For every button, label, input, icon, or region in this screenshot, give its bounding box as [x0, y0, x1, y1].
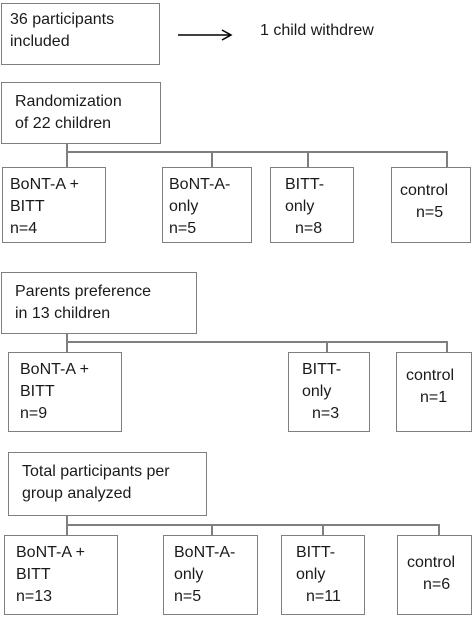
group-label-line: BoNT-A-	[169, 176, 231, 193]
group-label-line: BITT	[20, 383, 55, 400]
participants-line-1: 36 participants	[10, 11, 115, 28]
connector-drop-3c	[322, 524, 324, 535]
connector-drop-2c	[446, 341, 448, 352]
connector-trunk-1	[66, 144, 68, 151]
group-label-line: only	[285, 198, 315, 215]
connector-drop-1c	[307, 151, 309, 167]
connector-drop-1a	[66, 151, 68, 167]
group-box-bonta-only-3: BoNT-A- only n=5	[163, 535, 258, 615]
group-box-bonta-bitt-1: BoNT-A + BITT n=4	[2, 167, 106, 243]
group-label-line: BoNT-A +	[10, 176, 79, 193]
group-count: n=5	[174, 588, 202, 605]
connector-drop-2b	[326, 341, 328, 352]
group-label-line: BITT	[16, 566, 51, 583]
connector-drop-1b	[211, 151, 213, 167]
randomization-line-2: of 22 children	[15, 115, 112, 132]
group-box-bonta-bitt-2: BoNT-A + BITT n=9	[8, 352, 122, 432]
group-box-bitt-only-1: BITT- only n=8	[270, 167, 354, 243]
parents-preference-line-2: in 13 children	[15, 305, 111, 322]
group-box-bitt-only-2: BITT- only n=3	[288, 352, 370, 432]
connector-trunk-3	[66, 516, 68, 524]
group-count: n=6	[423, 576, 451, 593]
group-label-line: BoNT-A +	[20, 361, 89, 378]
group-count: n=11	[306, 588, 341, 605]
group-label-line: only	[296, 566, 326, 583]
participants-box: 36 participants included	[1, 3, 160, 65]
total-participants-line-2: group analyzed	[22, 485, 132, 502]
group-label-line: control	[406, 367, 455, 384]
total-participants-box: Total participants per group analyzed	[8, 452, 207, 516]
group-count: n=4	[10, 220, 38, 237]
group-count: n=9	[20, 405, 48, 422]
group-label-line: BITT-	[296, 544, 336, 561]
group-label-line: BoNT-A-	[174, 544, 236, 561]
group-count: n=1	[420, 389, 448, 406]
group-count: n=5	[416, 204, 444, 221]
group-box-bonta-only-1: BoNT-A- only n=5	[162, 167, 252, 243]
group-label-line: BITT-	[302, 361, 342, 378]
group-label-line: only	[174, 566, 204, 583]
connector-bar-1	[66, 151, 447, 153]
group-box-control-2: control n=1	[396, 352, 472, 432]
group-label-line: control	[400, 182, 449, 199]
group-count: n=13	[16, 588, 53, 605]
connector-bar-3	[66, 524, 439, 526]
arrow-right-icon	[178, 29, 233, 41]
group-label-line: BITT	[10, 198, 45, 215]
randomization-box: Randomization of 22 children	[1, 82, 161, 144]
parents-preference-line-1: Parents preference	[15, 283, 152, 300]
participants-line-2: included	[10, 33, 70, 50]
connector-drop-3d	[438, 524, 440, 535]
group-box-control-1: control n=5	[391, 167, 471, 243]
connector-drop-3b	[211, 524, 213, 535]
group-label-line: BITT-	[285, 176, 325, 193]
group-box-bitt-only-3: BITT- only n=11	[281, 535, 365, 615]
group-label-line: only	[302, 383, 332, 400]
group-label-line: only	[169, 198, 199, 215]
group-count: n=3	[312, 405, 340, 422]
randomization-line-1: Randomization	[15, 93, 122, 110]
total-participants-line-1: Total participants per	[22, 463, 170, 480]
connector-drop-1d	[446, 151, 448, 167]
group-count: n=5	[169, 220, 197, 237]
connector-trunk-2	[66, 334, 68, 341]
parents-preference-box: Parents preference in 13 children	[1, 272, 197, 334]
connector-drop-2a	[66, 341, 68, 352]
group-box-control-3: control n=6	[397, 535, 472, 615]
group-label-line: control	[407, 554, 456, 571]
withdrew-label: 1 child withdrew	[260, 22, 374, 39]
connector-bar-2	[66, 341, 447, 343]
group-count: n=8	[295, 220, 323, 237]
connector-drop-3a	[66, 524, 68, 535]
group-label-line: BoNT-A +	[16, 544, 85, 561]
group-box-bonta-bitt-3: BoNT-A + BITT n=13	[4, 535, 118, 615]
